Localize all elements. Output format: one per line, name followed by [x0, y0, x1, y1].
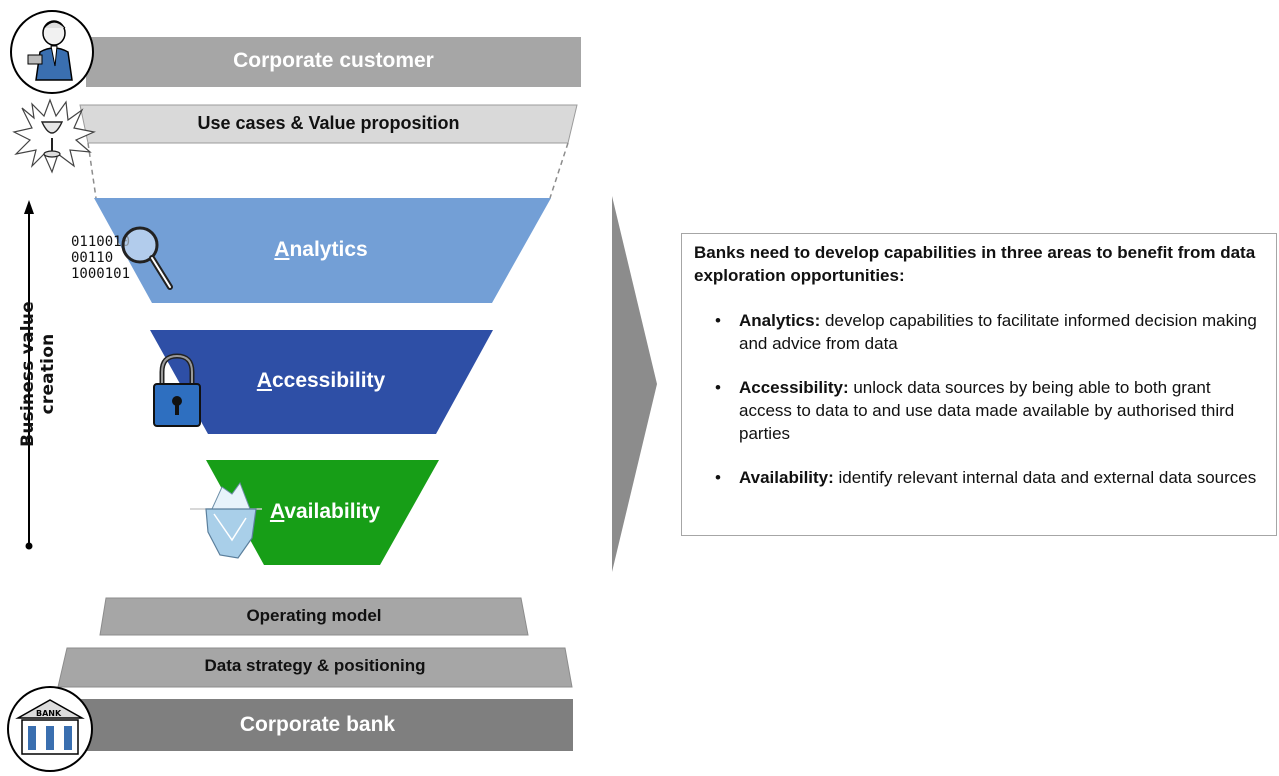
info-text: identify relevant internal data and exte… [833, 468, 1257, 487]
svg-text:BANK: BANK [36, 709, 62, 718]
analytics-initial: A [274, 238, 290, 261]
up-arrow-icon [24, 200, 34, 550]
bank-bar [62, 699, 573, 751]
customer-bar [86, 37, 581, 87]
info-term: Accessibility: [739, 378, 849, 397]
binary-line-2: 00110 [71, 250, 113, 266]
accessibility-label: Accessibility [150, 369, 492, 393]
availability-rest: vailability [284, 500, 381, 523]
guide-line-right [549, 142, 569, 199]
padlock-icon [153, 353, 201, 427]
businessman-icon [10, 10, 94, 94]
info-text: develop capabilities to facilitate infor… [739, 311, 1257, 353]
operating-model-label: Operating model [246, 606, 382, 625]
info-box: Banks need to develop capabilities in th… [681, 233, 1277, 536]
binary-code-graphic: 0110010 00110 1000101 [71, 234, 130, 282]
iceberg-icon [190, 481, 262, 559]
axis-label: Business value creation [18, 301, 58, 447]
grail-icon [12, 98, 96, 174]
info-text: unlock data sources by being able to bot… [739, 378, 1235, 443]
operating-model-bar [99, 597, 529, 636]
data-strategy-bar [57, 647, 573, 688]
bank-building-icon: BANK [7, 686, 93, 772]
info-item-analytics: • Analytics: develop capabilities to fac… [694, 309, 1264, 355]
use-cases-label: Use cases & Value proposition [197, 113, 460, 133]
availability-initial: A [269, 500, 285, 523]
availability-label: Availability [210, 500, 440, 524]
bullet: • [715, 468, 721, 487]
info-term: Availability: [739, 468, 834, 487]
info-item-availability: • Availability: identify relevant intern… [694, 466, 1264, 489]
funnel-layer-accessibility [150, 330, 493, 434]
bullet: • [715, 378, 721, 397]
bank-label: Corporate bank [239, 713, 396, 736]
binary-line-1: 0110010 [71, 234, 130, 250]
customer-label: Corporate customer [233, 49, 434, 72]
info-heading: Banks need to develop capabilities in th… [694, 243, 1256, 285]
accessibility-initial: A [256, 369, 272, 392]
accessibility-rest: ccessibility [271, 369, 386, 392]
info-term: Analytics: [739, 311, 821, 330]
info-item-accessibility: • Accessibility: unlock data sources by … [694, 376, 1264, 445]
funnel-layer-analytics [94, 198, 551, 303]
chevron-arrow-icon [612, 196, 657, 572]
data-strategy-label: Data strategy & positioning [204, 656, 426, 675]
binary-line-3: 1000101 [71, 266, 130, 282]
magnifier-icon [121, 226, 173, 290]
bullet: • [715, 311, 721, 330]
funnel-layer-availability [206, 460, 439, 565]
analytics-rest: nalytics [289, 238, 368, 261]
analytics-label: Analytics [150, 238, 492, 262]
